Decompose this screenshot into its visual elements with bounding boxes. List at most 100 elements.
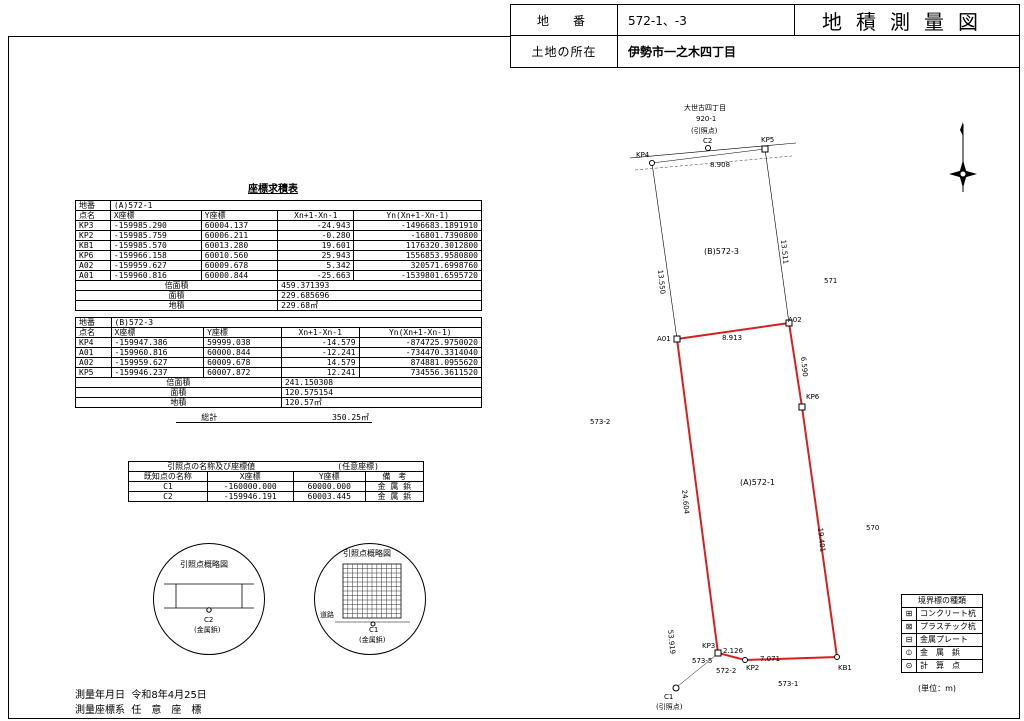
chiseki-value: 120.57㎡ [280,397,483,408]
col-header: 点名 [75,210,111,221]
sketch1-note: (金属鋲) [194,626,221,634]
chiseki-label: 地積 [74,300,279,311]
point-kp5: KP5 [761,136,774,144]
legend-item: ⊟金属プレート [901,633,983,647]
col-header: X座標 [206,471,294,482]
chiban-value-cell: (B)572-3 [110,317,482,328]
men-label: 面積 [74,290,279,301]
men-value: 229.685696 [277,290,482,301]
col-header: Xn+1-Xn-1 [277,210,355,221]
point-a02: A02 [788,316,802,324]
point-kp4: KP4 [636,151,650,159]
col-header: 点名 [75,327,112,338]
metal-plate-icon: ⊟ [901,633,917,647]
sketch2-grid [335,563,410,627]
dim-top: 8.908 [710,161,730,169]
frame-top-line [8,36,510,37]
dim-mid: 8.913 [722,334,742,342]
men-value: 120.575154 [280,387,483,398]
lot-571: 571 [824,277,837,285]
col-header: X座標 [110,327,205,338]
chiban-cell: 地番 [75,317,112,328]
area-table-title: 座標求積表 [248,184,298,195]
road-line [629,142,797,159]
col-header: Y座標 [200,210,279,221]
legend-title: 境界標の種類 [901,594,983,608]
col-header: 備 考 [364,471,425,482]
bai-value: 459.371393 [277,280,482,291]
col-header: Xn+1-Xn-1 [280,327,360,338]
col-header: Y座標 [203,327,282,338]
lot-570: 570 [866,524,879,532]
area-table-a: 地番(A)572-1 点名 X座標 Y座標 Xn+1-Xn-1 Yn(Xn+1-… [74,200,483,311]
dim-kp3-kp2: 2.126 [723,647,744,655]
sketch1-title: 引照点概略図 [180,560,228,569]
total-label: 総計 [176,413,243,423]
unit-label: (単位：m) [918,684,957,693]
chiseki-label: 地積 [75,397,282,408]
reference-point-table: 引照点の名称及び座標値(任意座標) 既知点の名称 X座標 Y座標 備 考 C1-… [128,461,425,502]
metal-rivet-icon: ⦶ [901,646,917,660]
dim-left-b: 13.550 [656,269,667,294]
col-header: Y座標 [292,471,366,482]
chiban-cell: 地番 [75,200,111,211]
dim-bottom: 7.071 [760,655,780,663]
location-value: 伊勢市一之木四丁目 [628,45,737,59]
survey-coord-label: 測量座標系 [75,705,125,716]
men-label: 面積 [75,387,282,398]
chiseki-value: 229.68㎡ [277,300,482,311]
drawing-frame [8,36,1020,719]
point-a01: A01 [657,335,671,343]
parcel-b-outline [651,148,790,340]
north-arrow-icon [949,122,977,192]
chiban-value: 572-1、-3 [628,13,687,28]
boundary-markers [649,145,840,663]
ref-table-sub: (任意座標) [293,461,425,472]
road-line-dashed [634,155,793,171]
location-label: 土地の所在 [511,36,618,67]
col-header: Yn(Xn+1-Xn-1) [358,327,483,338]
chiban-value-cell: (A)572-1 [109,200,483,211]
lot-572-2: 572-2 [716,667,736,675]
legend-item: ⦶金 属 鋲 [901,646,983,660]
parcel-b-label: (B)572-3 [704,247,739,256]
lot-573-2: 573-2 [590,418,610,426]
lot-573-5: 573-5 [692,657,712,665]
bai-label: 倍面積 [74,280,279,291]
survey-date: 測量年月日 令和8年4月25日 [75,686,207,701]
sketch2-note: (金属鋲) [359,636,386,644]
document-title: 地積測量図 [794,5,1019,35]
sketch2-road: 道路 [320,611,334,619]
bai-label: 倍面積 [75,377,282,388]
c2-label: C2 [703,137,712,145]
col-header: Yn(Xn+1-Xn-1) [353,210,482,221]
col-header: 既知点の名称 [128,471,208,482]
sketch2-point: C1 [369,626,379,634]
concrete-pile-icon: ⊞ [901,607,917,621]
point-kp3: KP3 [702,642,715,650]
ref-table-title: 引照点の名称及び座標値 [128,461,294,472]
survey-coord: 測量座標系 任 意 座 標 [75,701,201,716]
survey-date-label: 測量年月日 [75,690,125,701]
c1-ref-label: (引照点) [656,702,683,711]
ref-label: (引照点) [691,126,718,135]
legend-item: ⊙計 算 点 [901,659,983,673]
survey-coord-value: 任 意 座 標 [131,705,202,716]
point-kp2: KP2 [746,664,759,672]
dim-left-a: 24.604 [680,489,691,515]
bai-value: 241.150308 [280,377,483,388]
legend-item: ⊠プラスチック杭 [901,620,983,634]
dim-a02-kp6: 6.590 [799,356,809,377]
sketch1-point: C2 [204,616,214,624]
